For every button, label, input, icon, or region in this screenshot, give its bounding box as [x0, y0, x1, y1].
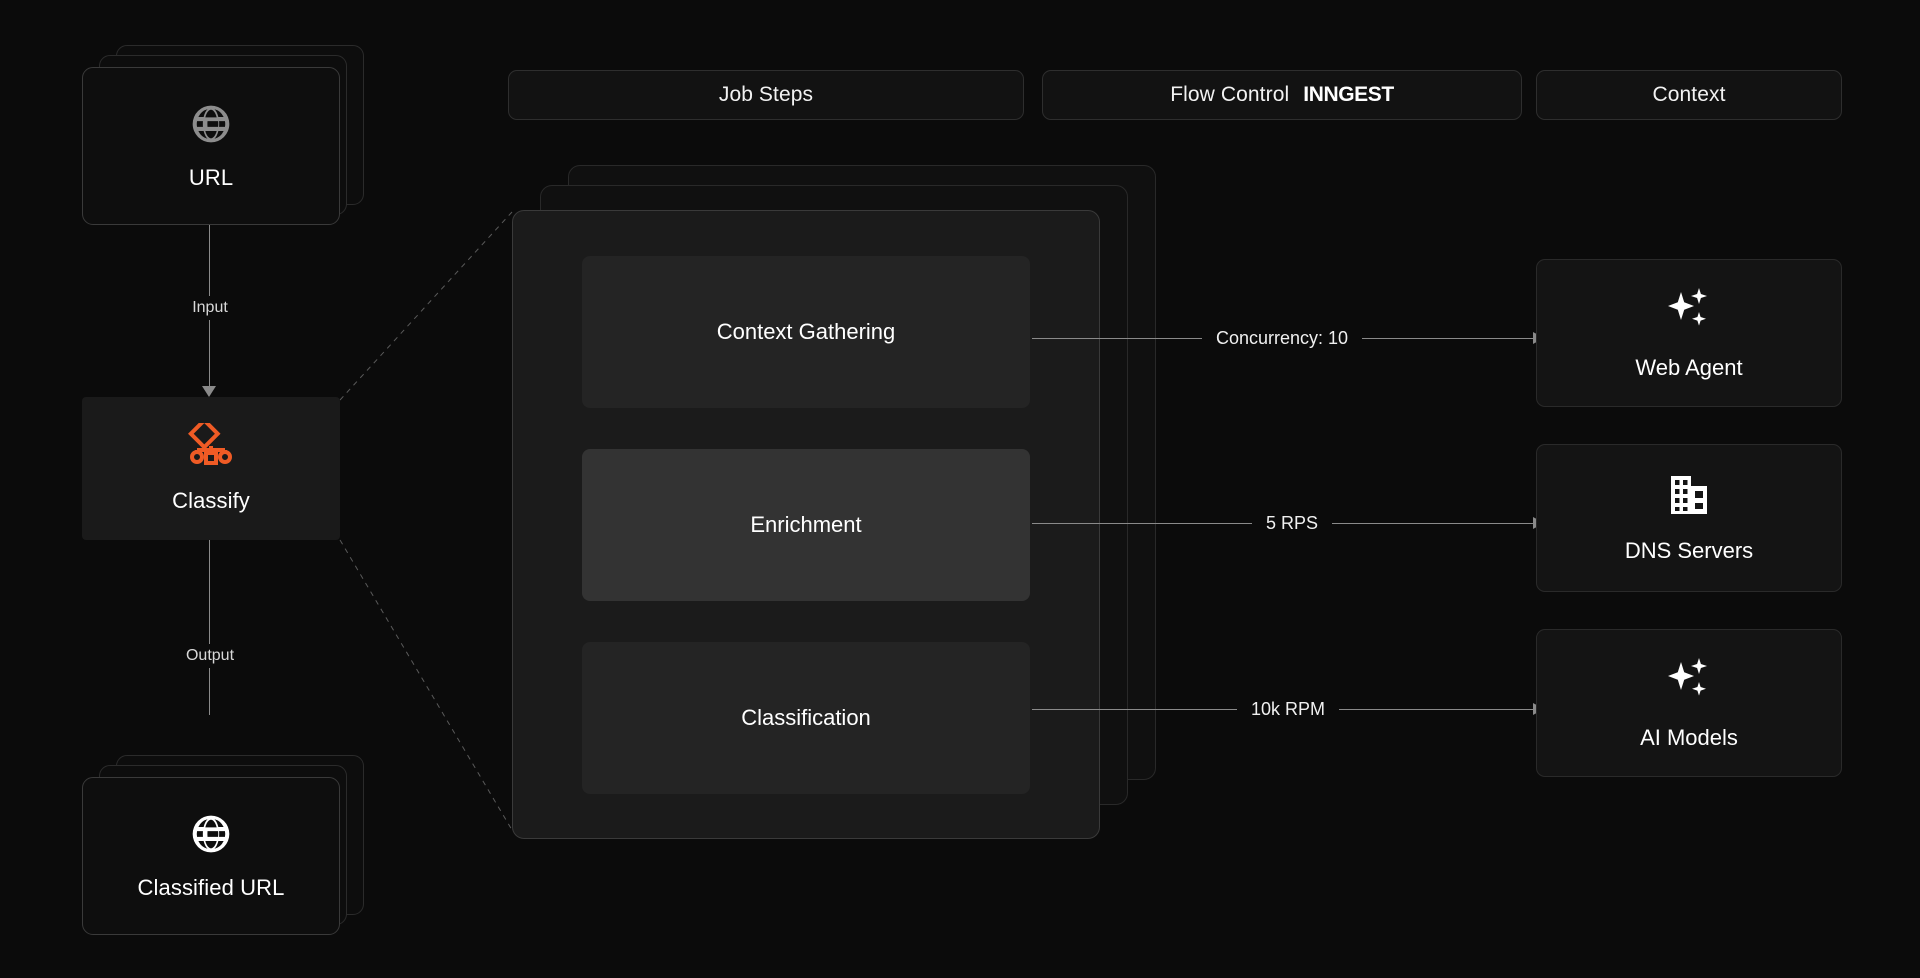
node-classify-label: Classify: [172, 488, 250, 513]
job-steps-panel: Context Gathering Enrichment Classificat…: [512, 165, 1156, 840]
card-stack-layer-front[interactable]: Classified URL: [82, 777, 340, 935]
column-headers: Job Steps Flow Control INNGEST Context: [0, 70, 1920, 120]
panel-stack-layer-front: Context Gathering Enrichment Classificat…: [512, 210, 1100, 839]
sparkles-icon: [1663, 286, 1715, 339]
edge-rps: 5 RPS: [1032, 512, 1544, 534]
step-card-label: Classification: [741, 704, 871, 730]
edge-line-right: [1339, 708, 1534, 710]
edge-classify-to-classified-url: [209, 540, 210, 715]
step-card-classification[interactable]: Classification: [582, 641, 1030, 794]
step-card-label: Enrichment: [750, 511, 862, 537]
node-classify[interactable]: Classify: [82, 397, 340, 540]
context-card-label: AI Models: [1640, 724, 1738, 750]
step-card-context-gathering[interactable]: Context Gathering: [582, 255, 1030, 408]
workflow-branch-icon: [186, 417, 236, 476]
context-card-web-agent[interactable]: Web Agent: [1536, 259, 1842, 407]
node-url-label: URL: [188, 164, 234, 190]
node-url[interactable]: URL: [82, 45, 364, 225]
tab-flow-control-label: Flow Control: [1170, 83, 1290, 106]
step-card-enrichment[interactable]: Enrichment: [582, 448, 1030, 601]
step-card-label: Context Gathering: [716, 318, 896, 344]
node-classified-url[interactable]: Classified URL: [82, 755, 364, 935]
edge-label-concurrency: Concurrency: 10: [1216, 327, 1349, 348]
globe-icon: [189, 102, 233, 151]
building-icon: [1665, 473, 1713, 522]
tab-job-steps-label: Job Steps: [718, 83, 814, 106]
tab-context-label: Context: [1652, 83, 1726, 106]
context-card-ai-models[interactable]: AI Models: [1536, 629, 1842, 777]
context-card-dns-servers[interactable]: DNS Servers: [1536, 444, 1842, 592]
edge-concurrency: Concurrency: 10: [1032, 327, 1544, 349]
arrow-input: [202, 386, 216, 397]
edge-label-rpm: 10k RPM: [1251, 698, 1326, 719]
edge-line-left: [1032, 708, 1237, 710]
globe-icon: [189, 812, 233, 861]
edge-label-output: Output: [150, 644, 270, 668]
tab-job-steps[interactable]: Job Steps: [508, 70, 1024, 120]
context-card-label: DNS Servers: [1624, 537, 1754, 563]
tab-flow-control[interactable]: Flow Control INNGEST: [1042, 70, 1522, 120]
edge-line-left: [1032, 337, 1202, 339]
sparkles-icon: [1663, 656, 1715, 709]
tab-context[interactable]: Context: [1536, 70, 1842, 120]
inngest-brand-logo: INNGEST: [1303, 83, 1394, 106]
context-card-label: Web Agent: [1635, 354, 1743, 380]
card-stack-layer-front[interactable]: URL: [82, 67, 340, 225]
edge-line-right: [1362, 337, 1534, 339]
edge-label-input: Input: [155, 296, 265, 320]
edge-line-left: [1032, 522, 1252, 524]
edge-rpm: 10k RPM: [1032, 698, 1544, 720]
edge-label-rps: 5 RPS: [1266, 512, 1319, 533]
edge-line-right: [1332, 522, 1534, 524]
node-classified-url-label: Classified URL: [137, 874, 285, 900]
